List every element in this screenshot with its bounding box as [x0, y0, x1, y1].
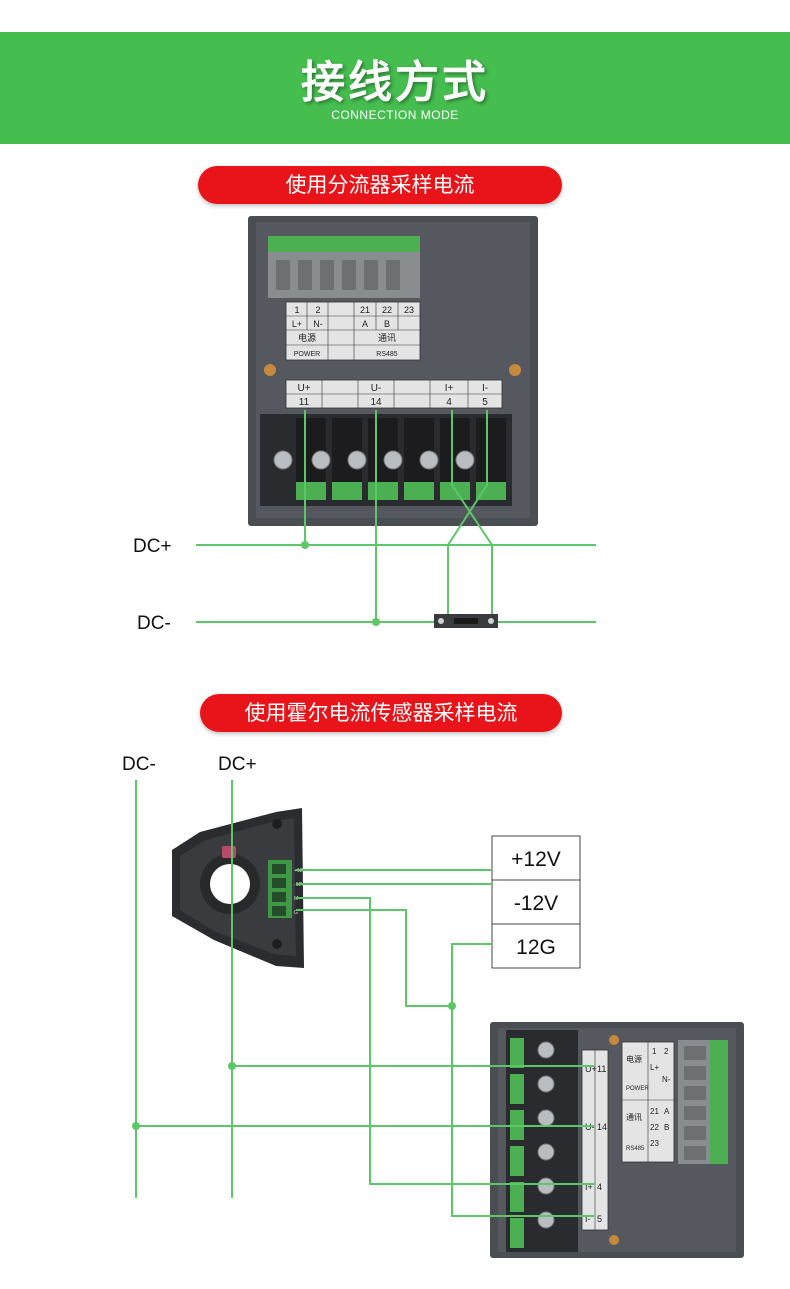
meter2-i-plus: I+ [585, 1182, 593, 1192]
label-comm-cn: 通讯 [378, 333, 396, 343]
meter-rear-panel-2: U+ 11 U- 14 I+ 4 I- 5 1 2 L+ N- 电源 POWER… [490, 1022, 744, 1258]
label-pin1: 1 [294, 305, 299, 315]
plug-connector-top [268, 236, 420, 252]
terminal-u-minus: U- [371, 383, 382, 394]
meter2-pin2: 2 [664, 1047, 669, 1056]
supply-plus-12v: +12V [511, 848, 561, 871]
meter2-pin22: 22 [650, 1123, 659, 1132]
junction-dc-plus-u-plus [301, 541, 309, 549]
meter2-pin23: 23 [650, 1139, 659, 1148]
meter2-a: A [664, 1107, 670, 1116]
power-supply-terminals: +12V -12V 12G [491, 835, 581, 969]
hall-wiring [135, 780, 594, 1217]
mounting-screw-bottom-2 [609, 1235, 619, 1245]
sensor-aperture [210, 864, 250, 904]
hall-current-sensor: +12V -12V M G [172, 808, 306, 968]
connector-label-sticker [285, 301, 421, 361]
label-pin21: 21 [360, 305, 370, 315]
supply-minus-12v: -12V [514, 892, 558, 915]
meter2-b: B [664, 1123, 669, 1132]
label-a: A [362, 319, 368, 329]
meter-rear-panel-1: 1 2 L+ N- 电源 POWER 21 22 23 A B 通讯 RS485… [248, 216, 538, 526]
meter2-pin21: 21 [650, 1107, 659, 1116]
label-dc-minus-1: DC- [137, 613, 171, 634]
sensor-pin-label-3: G [294, 910, 298, 916]
sensor-indicator [222, 846, 236, 858]
terminal-u-minus-num: 14 [370, 397, 382, 408]
label-power-cn: 电源 [298, 332, 316, 343]
meter2-u-minus-num: 14 [597, 1122, 607, 1132]
label-dc-plus-1: DC+ [133, 536, 172, 557]
page-title: 接线方式 [301, 57, 489, 108]
meter2-i-minus: I- [585, 1214, 591, 1224]
meter2-i-minus-num: 5 [597, 1214, 602, 1224]
label-b: B [384, 319, 390, 329]
label-power-en: POWER [294, 351, 320, 358]
meter2-pin1: 1 [652, 1047, 657, 1056]
meter2-power-en: POWER [626, 1086, 649, 1092]
meter2-n-minus: N- [662, 1075, 671, 1084]
mounting-screw-top-2 [609, 1035, 619, 1045]
section-title-shunt: 使用分流器采样电流 [198, 166, 562, 204]
label-dc-minus-2: DC- [122, 754, 156, 775]
junction-dc-minus-u-minus [372, 618, 380, 626]
terminal-i-minus-num: 5 [482, 397, 488, 408]
junction-dc-minus-u-minus-2 [132, 1122, 140, 1130]
terminal-screws [273, 418, 506, 500]
terminal-i-plus: I+ [445, 383, 454, 394]
label-pin23: 23 [404, 305, 414, 315]
supply-ground-12g: 12G [516, 936, 556, 959]
terminal-i-minus: I- [482, 383, 488, 394]
meter2-u-plus: U+ [585, 1064, 597, 1074]
terminal-u-plus: U+ [297, 383, 310, 394]
label-dc-plus-2: DC+ [218, 754, 257, 775]
junction-dc-plus-u-plus-2 [228, 1062, 236, 1070]
junction-ground [448, 1002, 456, 1010]
page-subtitle: CONNECTION MODE [331, 108, 459, 122]
shunt-wiring [196, 410, 596, 623]
meter2-power-cn: 电源 [626, 1054, 642, 1064]
meter2-comm-en: RS485 [626, 1146, 645, 1152]
meter2-u-plus-num: 11 [597, 1064, 606, 1074]
label-comm-en: RS485 [376, 351, 398, 358]
section-title-hall: 使用霍尔电流传感器采样电流 [200, 694, 562, 732]
mounting-screw-left [264, 364, 276, 376]
meter2-i-plus-num: 4 [597, 1182, 602, 1192]
label-n-minus: N- [313, 319, 323, 329]
mounting-screw-right [509, 364, 521, 376]
terminal-u-plus-num: 11 [299, 397, 310, 408]
label-pin2: 2 [315, 305, 320, 315]
shunt-resistor [434, 614, 498, 628]
terminal-i-plus-num: 4 [446, 397, 452, 408]
label-pin22: 22 [382, 305, 392, 315]
label-l-plus: L+ [292, 319, 302, 329]
header-banner [0, 32, 790, 144]
meter2-comm-cn: 通讯 [626, 1112, 642, 1122]
meter2-l-plus: L+ [650, 1063, 659, 1072]
